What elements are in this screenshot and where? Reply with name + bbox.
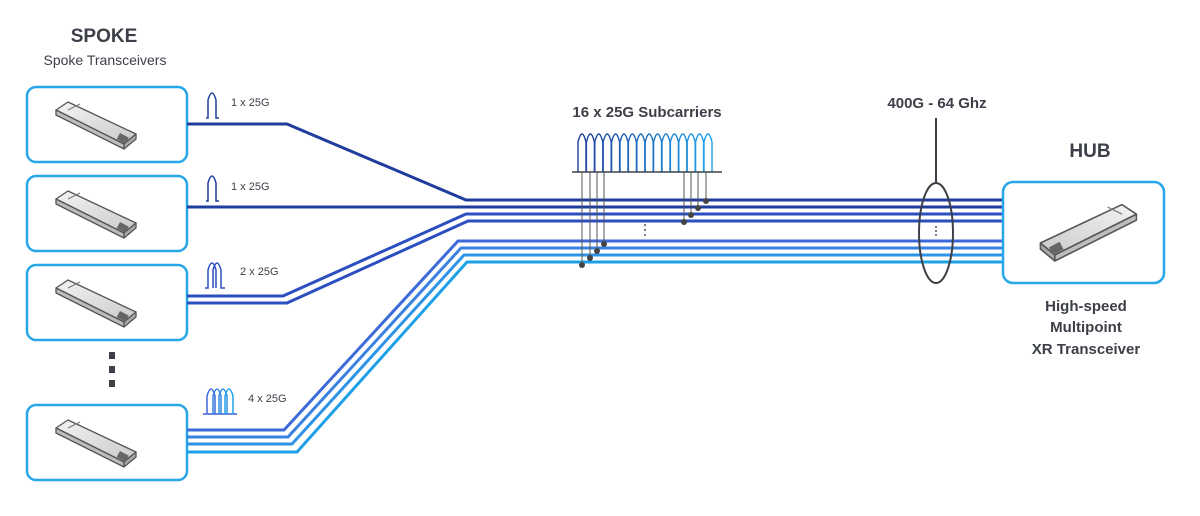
subcarrier-8	[636, 133, 646, 172]
bundle-ellipse	[918, 182, 954, 284]
spectrum-spoke-2: 1 x 25G	[206, 175, 270, 202]
subcarrier-14	[686, 133, 696, 172]
subcarrier-ellipsis	[644, 224, 646, 236]
subcarrier-tap-dots	[579, 198, 709, 268]
subcarrier-1	[577, 133, 587, 172]
hub-caption-line-3: XR Transceiver	[1032, 341, 1141, 358]
subcarrier-spectrum	[577, 133, 713, 172]
spectrum-spoke-1: 1 x 25G	[206, 92, 270, 119]
spoke-4-capacity-label: 4 x 25G	[248, 393, 287, 405]
fiber-spoke-4	[187, 239, 1003, 454]
subcarrier-3	[594, 133, 604, 172]
spoke-transceiver-1[interactable]	[25, 85, 189, 164]
bandwidth-label: 400G - 64 Ghz	[887, 95, 986, 112]
fiber-spoke-1	[187, 122, 1003, 202]
hub-caption-line-2: Multipoint	[1050, 319, 1122, 336]
subcarrier-11	[661, 133, 671, 172]
subcarrier-6	[619, 133, 629, 172]
spectrum-spoke-4: 4 x 25G	[203, 388, 287, 415]
hub-caption-line-1: High-speed	[1045, 298, 1127, 315]
spoke-transceiver-4[interactable]	[25, 403, 189, 482]
subcarrier-12	[669, 133, 680, 172]
spoke-title: SPOKE	[71, 26, 138, 47]
subcarrier-16	[703, 133, 713, 172]
subcarrier-7	[627, 133, 638, 172]
subcarrier-drop-wires	[581, 172, 707, 265]
subcarrier-13	[678, 133, 688, 172]
subcarriers-label: 16 x 25G Subcarriers	[572, 104, 721, 121]
spoke-1-capacity-label: 1 x 25G	[231, 97, 270, 109]
hub-title: HUB	[1069, 141, 1110, 162]
spoke-subtitle: Spoke Transceivers	[44, 52, 167, 68]
spoke-transceiver-2[interactable]	[25, 174, 189, 253]
hub-transceiver[interactable]	[1001, 180, 1166, 285]
spoke-transceiver-3[interactable]	[25, 263, 189, 342]
more-spokes-ellipsis	[109, 352, 115, 387]
subcarrier-10	[652, 133, 663, 172]
subcarrier-9	[644, 133, 654, 172]
subcarrier-2	[585, 133, 596, 172]
bundle-ellipsis	[935, 226, 937, 236]
fiber-spoke-3	[187, 212, 1003, 305]
subcarrier-4	[602, 133, 612, 172]
spectrum-spoke-3: 2 x 25G	[205, 262, 279, 289]
subcarrier-15	[694, 133, 705, 172]
spoke-3-capacity-label: 2 x 25G	[240, 266, 279, 278]
subcarrier-5	[610, 133, 621, 172]
spoke-2-capacity-label: 1 x 25G	[231, 181, 270, 193]
